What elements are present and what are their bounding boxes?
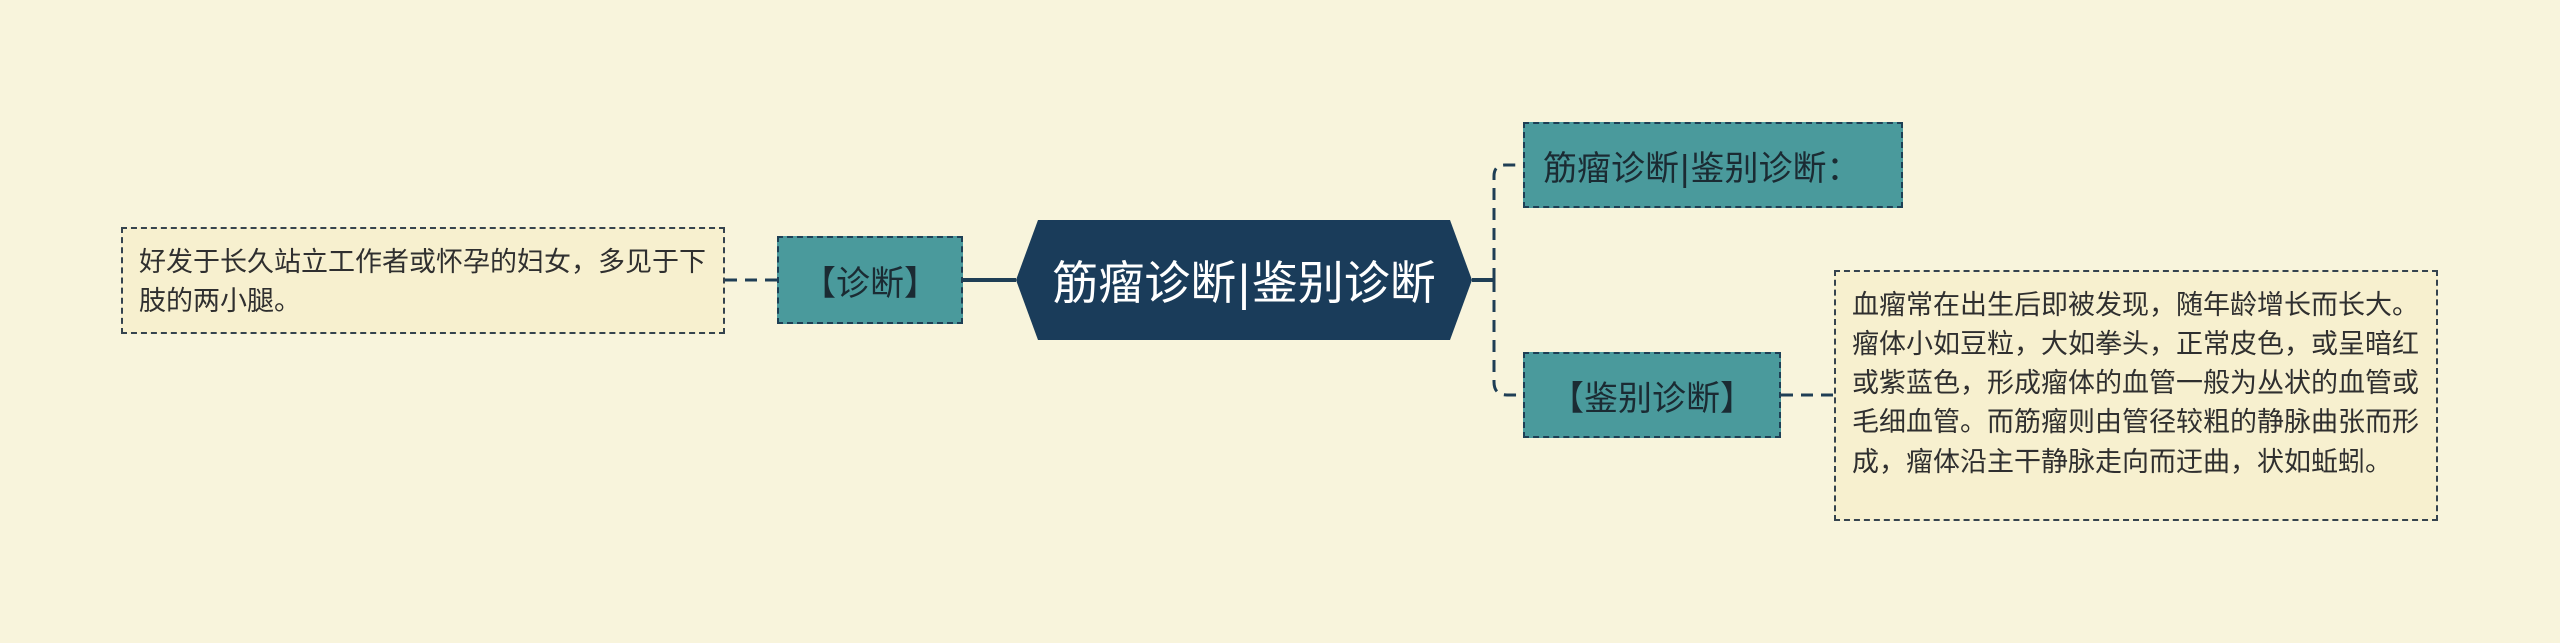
center-topic-label: 筋瘤诊断|鉴别诊断 [1052, 256, 1436, 310]
diagnosis-note: 好发于长久站立工作者或怀孕的妇女，多见于下肢的两小腿。 [121, 227, 725, 334]
differential-header-branch: 筋瘤诊断|鉴别诊断： [1523, 122, 1903, 208]
differential-diagnosis-branch: 【鉴别诊断】 [1523, 352, 1781, 438]
right-lower-branch-connector [1492, 280, 1523, 397]
differential-diagnosis-label: 【鉴别诊断】 [1550, 378, 1754, 419]
diagnosis-branch-label: 【诊断】 [802, 263, 938, 304]
differential-header-label: 筋瘤诊断|鉴别诊断： [1543, 148, 1861, 189]
center-topic: 筋瘤诊断|鉴别诊断 [1016, 220, 1472, 340]
diagnosis-note-text: 好发于长久站立工作者或怀孕的妇女，多见于下肢的两小腿。 [139, 247, 706, 318]
differential-diagnosis-note-text: 血瘤常在出生后即被发现，随年龄增长而长大。瘤体小如豆粒，大如拳头，正常皮色，或呈… [1852, 290, 2419, 478]
differential-diagnosis-note: 血瘤常在出生后即被发现，随年龄增长而长大。瘤体小如豆粒，大如拳头，正常皮色，或呈… [1834, 270, 2438, 521]
diagnosis-branch: 【诊断】 [777, 236, 963, 324]
right-branch-connector [1492, 163, 1523, 280]
